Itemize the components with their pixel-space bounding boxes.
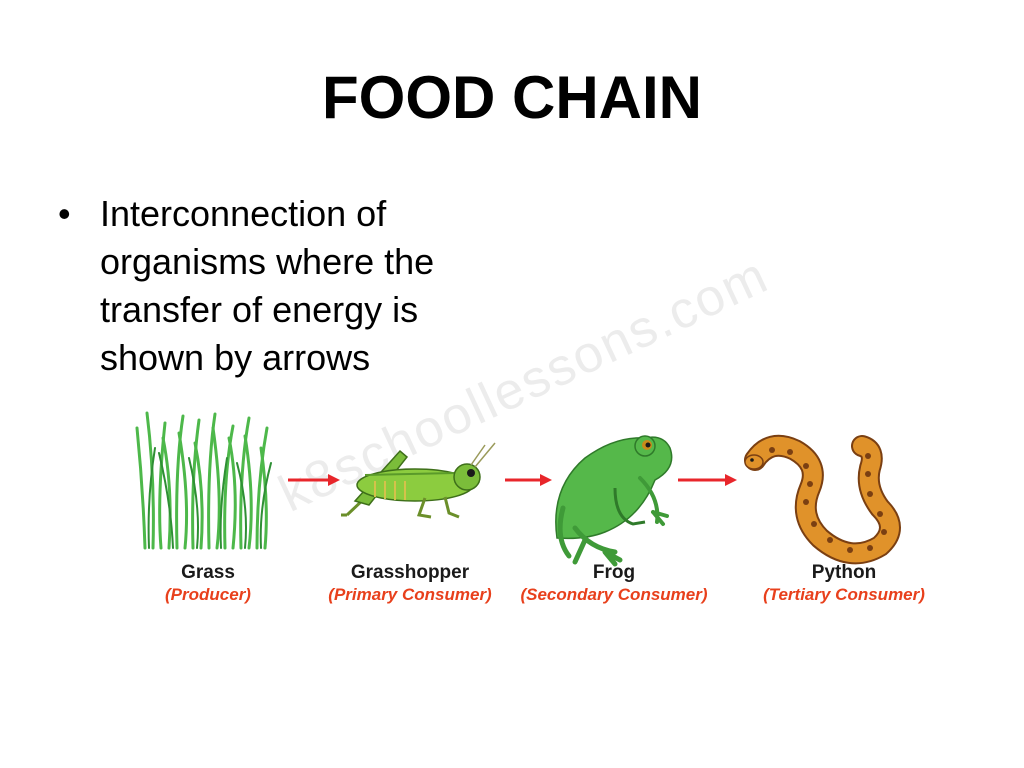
bullet-line: organisms where the xyxy=(100,241,435,282)
bullet-line: shown by arrows xyxy=(100,337,371,378)
bullet-line: transfer of energy is xyxy=(100,289,419,330)
organism-role-frog: (Secondary Consumer) xyxy=(520,585,708,604)
bullet-line: Interconnection of xyxy=(100,193,387,234)
arrow-right-icon xyxy=(505,474,552,486)
bullet-text: Interconnection of organisms where the t… xyxy=(100,190,498,382)
frog-icon xyxy=(555,435,673,567)
organism-role-grasshopper: (Primary Consumer) xyxy=(328,585,492,604)
python-icon xyxy=(744,434,901,565)
arrow-right-icon xyxy=(288,474,340,486)
organism-name-python: Python xyxy=(811,562,877,583)
organism-name-frog: Frog xyxy=(592,562,636,583)
bullet-point: • Interconnection of organisms where the… xyxy=(58,190,498,382)
grass-icon xyxy=(135,411,272,550)
bullet-mark: • xyxy=(58,193,71,234)
food-chain-diagram xyxy=(135,411,901,567)
slide-title: FOOD CHAIN xyxy=(322,64,702,131)
organism-name-grasshopper: Grasshopper xyxy=(350,562,470,583)
organism-role-grass: (Producer) xyxy=(165,585,251,604)
organism-name-grass: Grass xyxy=(181,562,235,583)
grasshopper-icon xyxy=(341,442,496,519)
arrow-right-icon xyxy=(678,474,737,486)
organism-role-python: (Tertiary Consumer) xyxy=(763,585,925,604)
